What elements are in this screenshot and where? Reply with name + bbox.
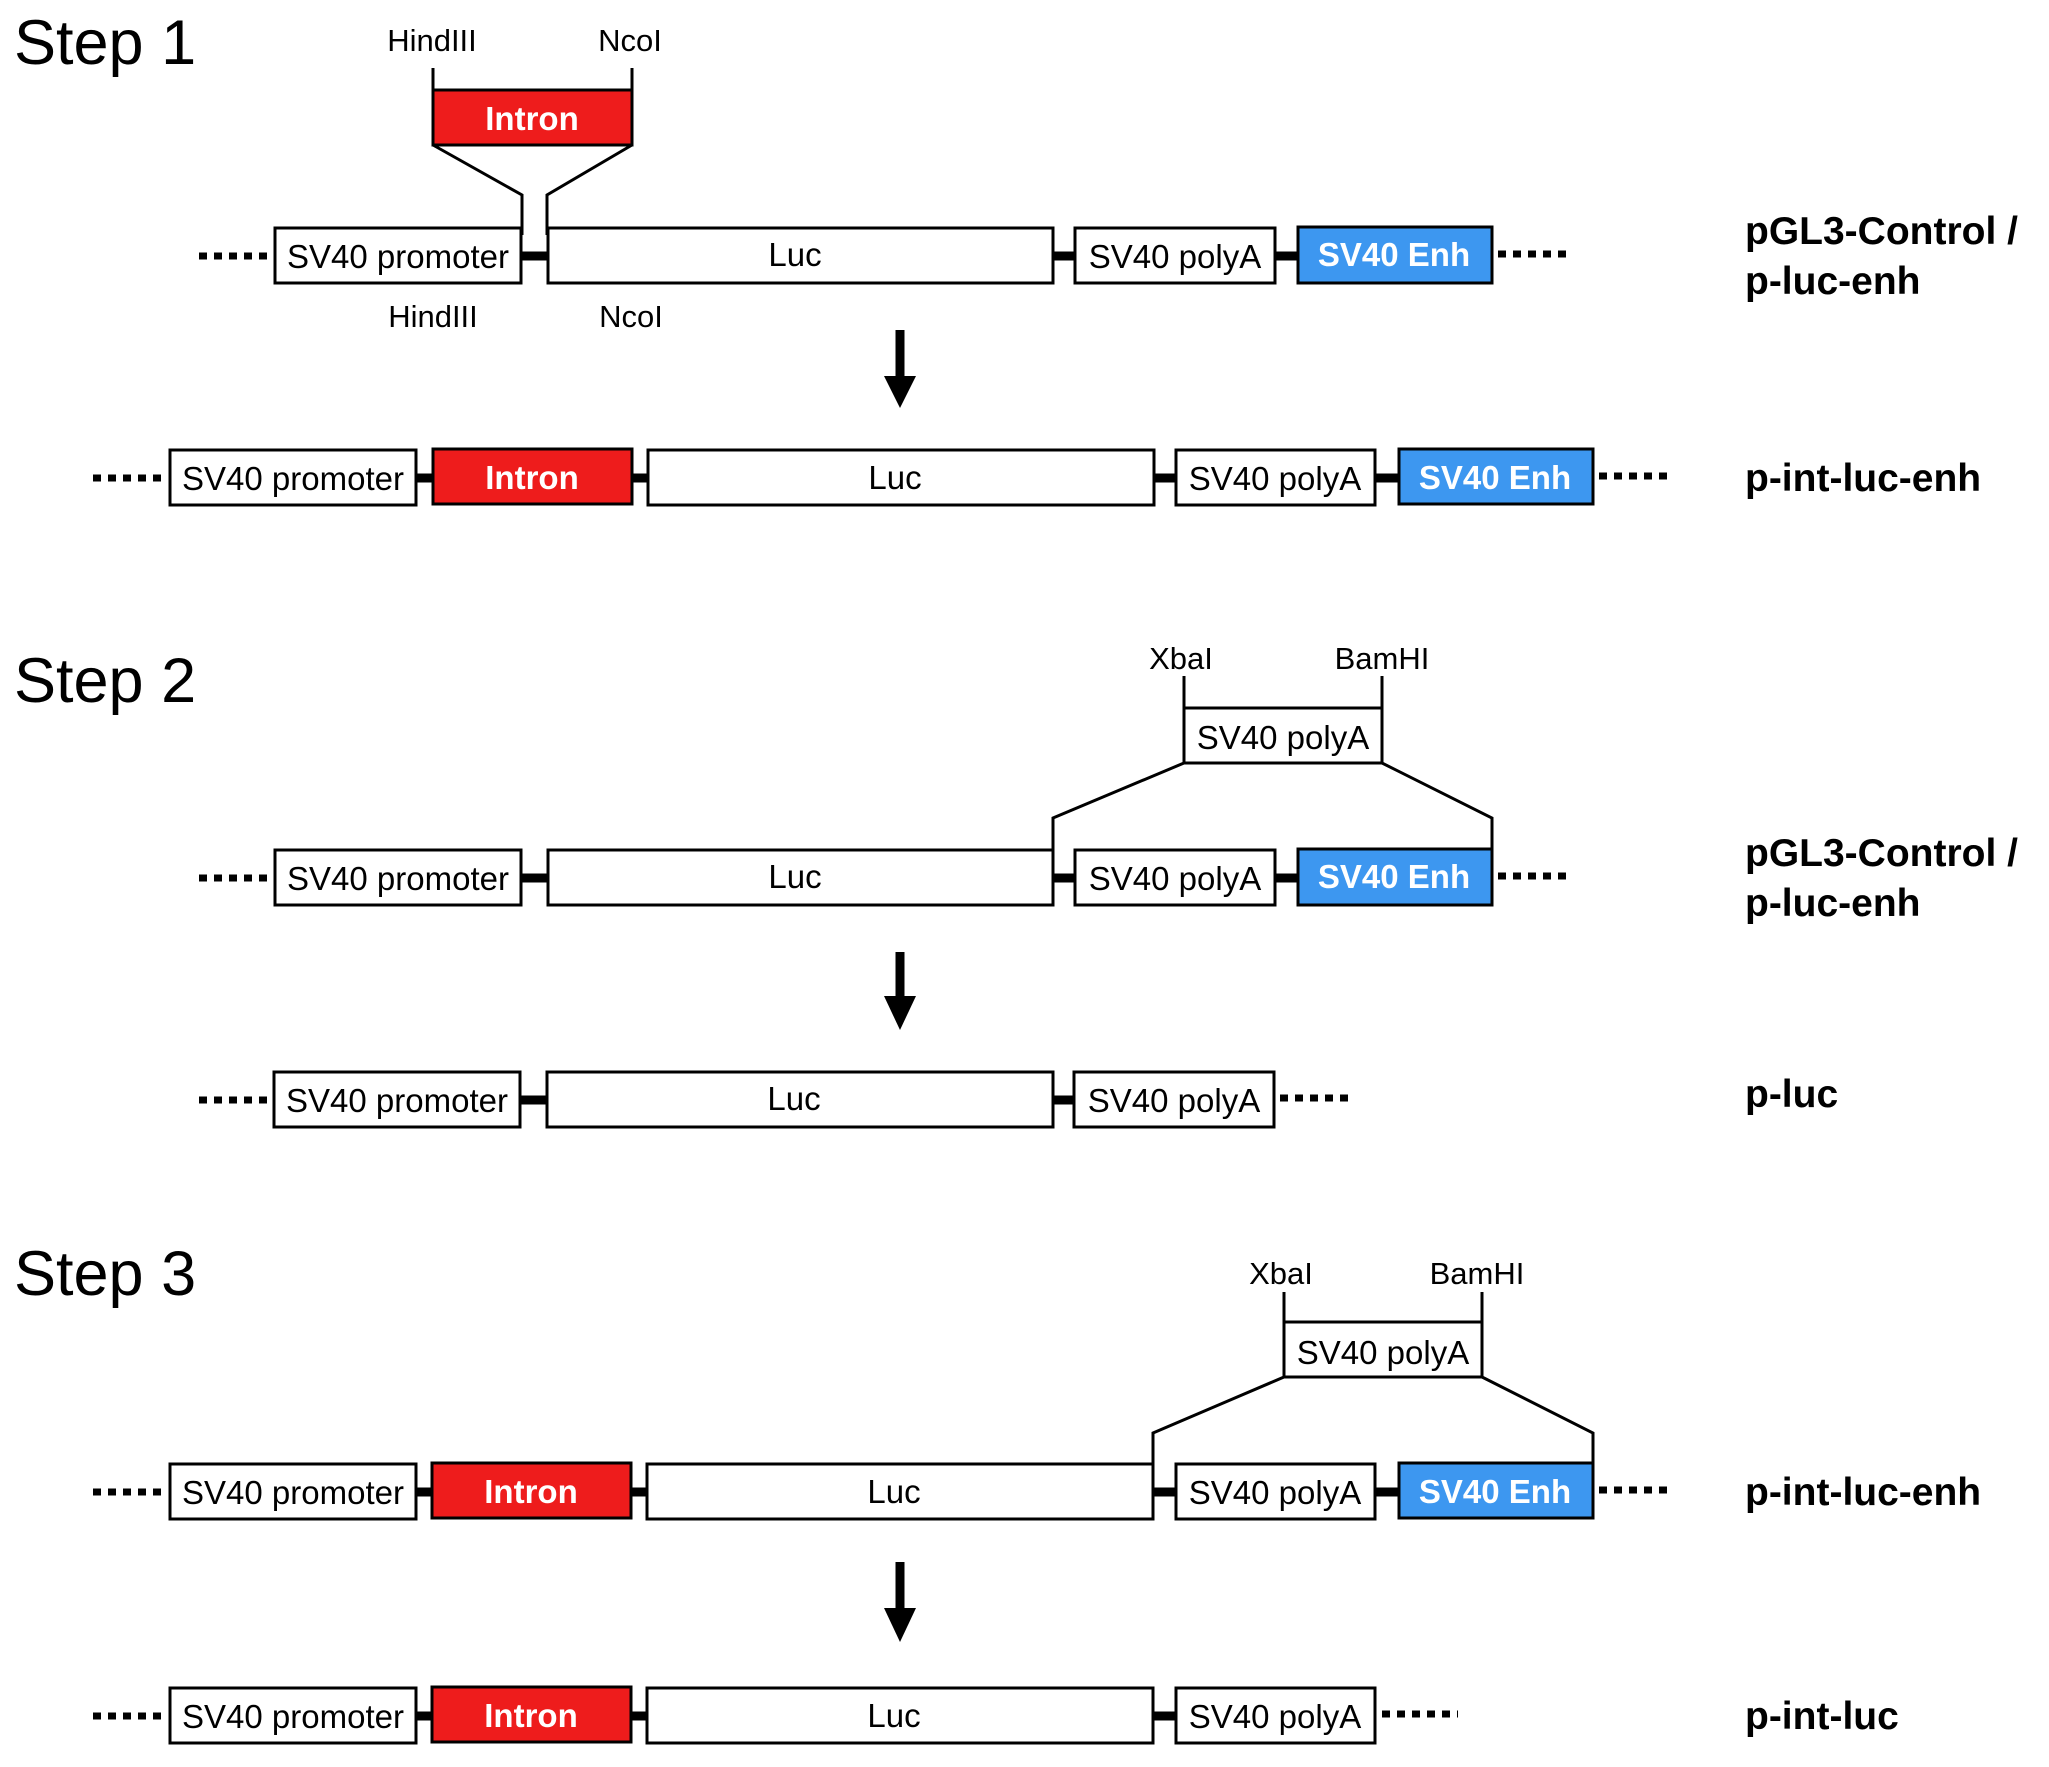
step-3-arrow — [884, 1562, 916, 1642]
replacement-line-right — [1381, 761, 1494, 850]
sv40-polya-box — [1174, 1462, 1377, 1521]
sv40-promoter-label: SV40 promoter — [286, 1082, 508, 1119]
polya-insert-box — [1182, 706, 1384, 765]
insertion-line-left — [432, 143, 524, 235]
step-1-intron-insert: Intron HindIII NcoI — [387, 23, 662, 235]
site-bamhi: BamHI — [1430, 1256, 1525, 1291]
step-1-product-label: p-int-luc-enh — [1745, 457, 1981, 500]
step-3-product-label: p-int-luc — [1745, 1695, 1899, 1738]
step-1-title: Step 1 — [14, 8, 196, 78]
step-2-product-label: p-luc — [1745, 1073, 1838, 1116]
replacement-line-right — [1481, 1375, 1595, 1465]
sv40-promoter-label: SV40 promoter — [287, 238, 509, 275]
site-xbai: XbaI — [1149, 641, 1213, 676]
sv40-enh-box — [1397, 1461, 1595, 1520]
intron-insert-box — [431, 88, 634, 147]
luc-box — [546, 848, 1055, 907]
step-3-product-plasmid: SV40 promoter Intron Luc SV40 polyA — [93, 1685, 1458, 1745]
polya-insert-label: SV40 polyA — [1197, 719, 1369, 756]
site-xbai: XbaI — [1249, 1256, 1313, 1291]
step-2: Step 2 SV40 polyA XbaI BamHI SV40 promot… — [14, 641, 2018, 1129]
luc-box — [645, 1462, 1155, 1521]
sv40-polya-box — [1174, 448, 1377, 507]
step-1-arrow — [884, 330, 916, 408]
luc-label: Luc — [768, 858, 821, 895]
sv40-promoter-label: SV40 promoter — [287, 860, 509, 897]
step-3-source-label: p-int-luc-enh — [1745, 1471, 1981, 1514]
sv40-enh-box — [1296, 847, 1494, 907]
step-2-product-plasmid: SV40 promoter Luc SV40 polyA — [199, 1070, 1355, 1129]
intron-box — [430, 1461, 633, 1520]
luc-box — [646, 448, 1156, 507]
sv40-promoter-label: SV40 promoter — [182, 1474, 404, 1511]
sv40-promoter-label: SV40 promoter — [182, 460, 404, 497]
site-ncoi-bottom: NcoI — [599, 299, 663, 334]
step-2-source-label-line1: pGL3-Control / — [1745, 832, 2018, 875]
sv40-promoter-box — [272, 1070, 522, 1129]
step-1-source-label-line2: p-luc-enh — [1745, 260, 1920, 303]
sv40-polya-label: SV40 polyA — [1189, 460, 1361, 497]
step-1-source-plasmid: SV40 promoter Luc SV40 polyA SV40 Enh Hi… — [199, 225, 1572, 334]
sv40-polya-box — [1072, 1070, 1276, 1129]
step-3: Step 3 SV40 polyA XbaI BamHI SV40 promot… — [14, 1239, 1981, 1745]
sv40-polya-label: SV40 polyA — [1189, 1698, 1361, 1735]
luc-label: Luc — [868, 459, 921, 496]
polya-insert-label: SV40 polyA — [1297, 1334, 1469, 1371]
sv40-enh-label: SV40 Enh — [1318, 236, 1470, 273]
sv40-polya-box — [1073, 226, 1277, 285]
luc-box — [546, 226, 1055, 285]
intron-label: Intron — [485, 459, 578, 496]
sv40-enh-box — [1397, 447, 1595, 506]
sv40-polya-box — [1174, 1686, 1377, 1745]
sv40-polya-label: SV40 polyA — [1089, 860, 1261, 897]
sv40-promoter-box — [168, 1462, 418, 1521]
insertion-line-right — [545, 143, 633, 235]
step-3-polya-insert: SV40 polyA XbaI BamHI — [1151, 1256, 1595, 1465]
replacement-line-left — [1051, 761, 1185, 850]
sv40-polya-label: SV40 polyA — [1089, 238, 1261, 275]
polya-insert-box — [1282, 1320, 1484, 1379]
luc-label: Luc — [768, 236, 821, 273]
site-hindiii-bottom: HindIII — [388, 299, 478, 334]
luc-box — [545, 1070, 1055, 1129]
sv40-polya-label: SV40 polyA — [1189, 1474, 1361, 1511]
intron-label: Intron — [484, 1697, 577, 1734]
step-1: Step 1 Intron HindIII NcoI SV40 promoter… — [14, 8, 2018, 507]
luc-label: Luc — [867, 1697, 920, 1734]
step-1-source-label-line1: pGL3-Control / — [1745, 210, 2018, 253]
site-ncoi-top: NcoI — [598, 23, 662, 58]
step-1-product-plasmid: SV40 promoter Intron Luc SV40 polyA SV40… — [93, 447, 1674, 507]
step-3-source-plasmid: SV40 promoter Intron Luc SV40 polyA SV40… — [93, 1461, 1674, 1521]
sv40-polya-box — [1073, 848, 1277, 907]
luc-label: Luc — [767, 1080, 820, 1117]
step-3-title: Step 3 — [14, 1239, 196, 1309]
step-2-arrow — [884, 952, 916, 1030]
step-2-source-label-line2: p-luc-enh — [1745, 882, 1920, 925]
sv40-enh-label: SV40 Enh — [1419, 1473, 1571, 1510]
step-2-source-plasmid: SV40 promoter Luc SV40 polyA SV40 Enh — [199, 847, 1572, 907]
step-2-polya-insert: SV40 polyA XbaI BamHI — [1051, 641, 1494, 850]
sv40-promoter-label: SV40 promoter — [182, 1698, 404, 1735]
sv40-polya-label: SV40 polyA — [1088, 1082, 1260, 1119]
site-bamhi: BamHI — [1335, 641, 1430, 676]
luc-label: Luc — [867, 1473, 920, 1510]
intron-insert-label: Intron — [485, 100, 578, 137]
intron-label: Intron — [484, 1473, 577, 1510]
replacement-line-left — [1151, 1375, 1285, 1465]
sv40-enh-label: SV40 Enh — [1318, 858, 1470, 895]
step-2-title: Step 2 — [14, 646, 196, 716]
sv40-enh-box — [1296, 225, 1494, 285]
site-hindiii-top: HindIII — [387, 23, 477, 58]
sv40-enh-label: SV40 Enh — [1419, 459, 1571, 496]
